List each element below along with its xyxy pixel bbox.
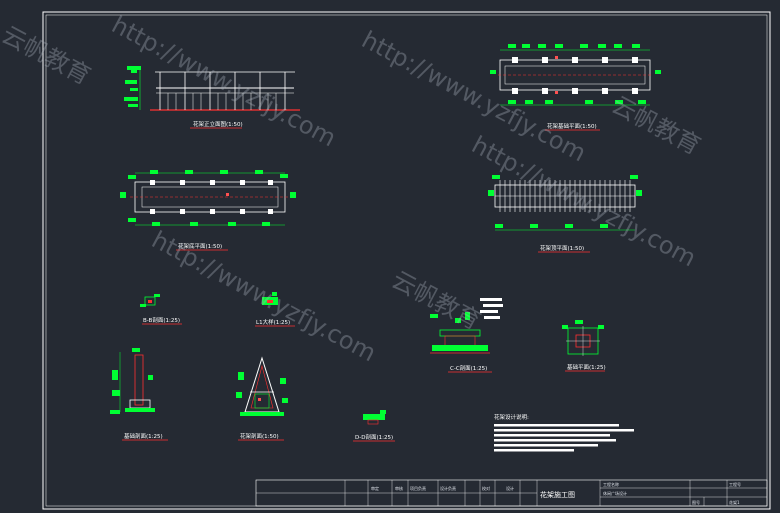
cell-project-name: 工程名称 <box>603 481 619 487</box>
cell-shending: 审定 <box>371 485 379 491</box>
watermark-brand-2: 云帆教育 <box>607 91 705 161</box>
base-section-label: 基础剖面(1:25) <box>124 432 163 440</box>
cc-section-view: C-C剖面(1:25) <box>430 298 503 373</box>
l1-detail-label: L1大样(1:25) <box>256 318 290 326</box>
dd-section-view: D-D剖面(1:25) <box>353 410 395 442</box>
cell-jiaodui: 校对 <box>482 485 490 491</box>
design-notes-text-lines <box>494 424 634 452</box>
drawing-title: 花架施工图 <box>540 490 575 499</box>
floor-plan-label: 花架底平面(1:50) <box>178 242 222 250</box>
watermarks: http://www.yzfjy.com http://www.yzfjy.co… <box>0 11 705 368</box>
outer-frame <box>42 11 771 510</box>
cell-xiangmu-fuze: 项目负责 <box>410 485 426 491</box>
inner-frame <box>45 14 768 507</box>
watermark-brand-1: 云帆教育 <box>0 21 95 91</box>
front-elevation-label: 花架正立面图(1:50) <box>193 120 243 128</box>
dd-section-label: D-D剖面(1:25) <box>355 433 393 441</box>
frame-section-label: 花架剖面(1:50) <box>240 432 279 440</box>
base-plan-label: 基础平面(1:25) <box>567 363 606 371</box>
watermark-url-1: http://www.yzfjy.com <box>107 11 340 153</box>
front-elevation-view: 花架正立面图(1:50) <box>124 66 300 129</box>
design-notes: 花架设计说明: <box>494 413 634 452</box>
l1-detail-view: L1大样(1:25) <box>255 292 295 327</box>
bb-section-view: B-B剖面(1:25) <box>140 294 182 325</box>
frame-section-view: 花架剖面(1:50) <box>236 356 288 441</box>
cc-section-label: C-C剖面(1:25) <box>450 364 487 372</box>
cell-sheji: 设计 <box>506 485 514 491</box>
top-plan-view: 花架顶平面(1:50) <box>488 175 642 253</box>
watermark-url-3: http://www.yzfjy.com <box>147 226 380 368</box>
bb-section-label: B-B剖面(1:25) <box>143 316 180 324</box>
cell-drawing-no: 图号 <box>692 499 700 505</box>
watermark-brand-3: 云帆教育 <box>387 266 485 336</box>
base-section-view: 基础剖面(1:25) <box>110 348 168 441</box>
floor-plan-view: 花架底平面(1:50) <box>120 170 296 251</box>
cell-project-no: 工程号 <box>729 481 741 487</box>
cell-sheji-fuze: 设计负责 <box>440 485 456 491</box>
foundation-plan-view: 花架基础平面(1:50) <box>490 44 661 131</box>
drawing-no-value: 花架1 <box>729 499 740 505</box>
title-block: 审定 审核 项目负责 设计负责 校对 设计 花架施工图 工程名称 休闲广场设计 … <box>255 479 768 507</box>
project-value: 休闲广场设计 <box>603 490 627 496</box>
top-plan-label: 花架顶平面(1:50) <box>540 244 584 252</box>
base-plan-view: 基础平面(1:25) <box>562 320 606 372</box>
foundation-plan-label: 花架基础平面(1:50) <box>547 122 597 130</box>
design-notes-title: 花架设计说明: <box>494 413 529 421</box>
cell-shenhe: 审核 <box>395 485 403 491</box>
